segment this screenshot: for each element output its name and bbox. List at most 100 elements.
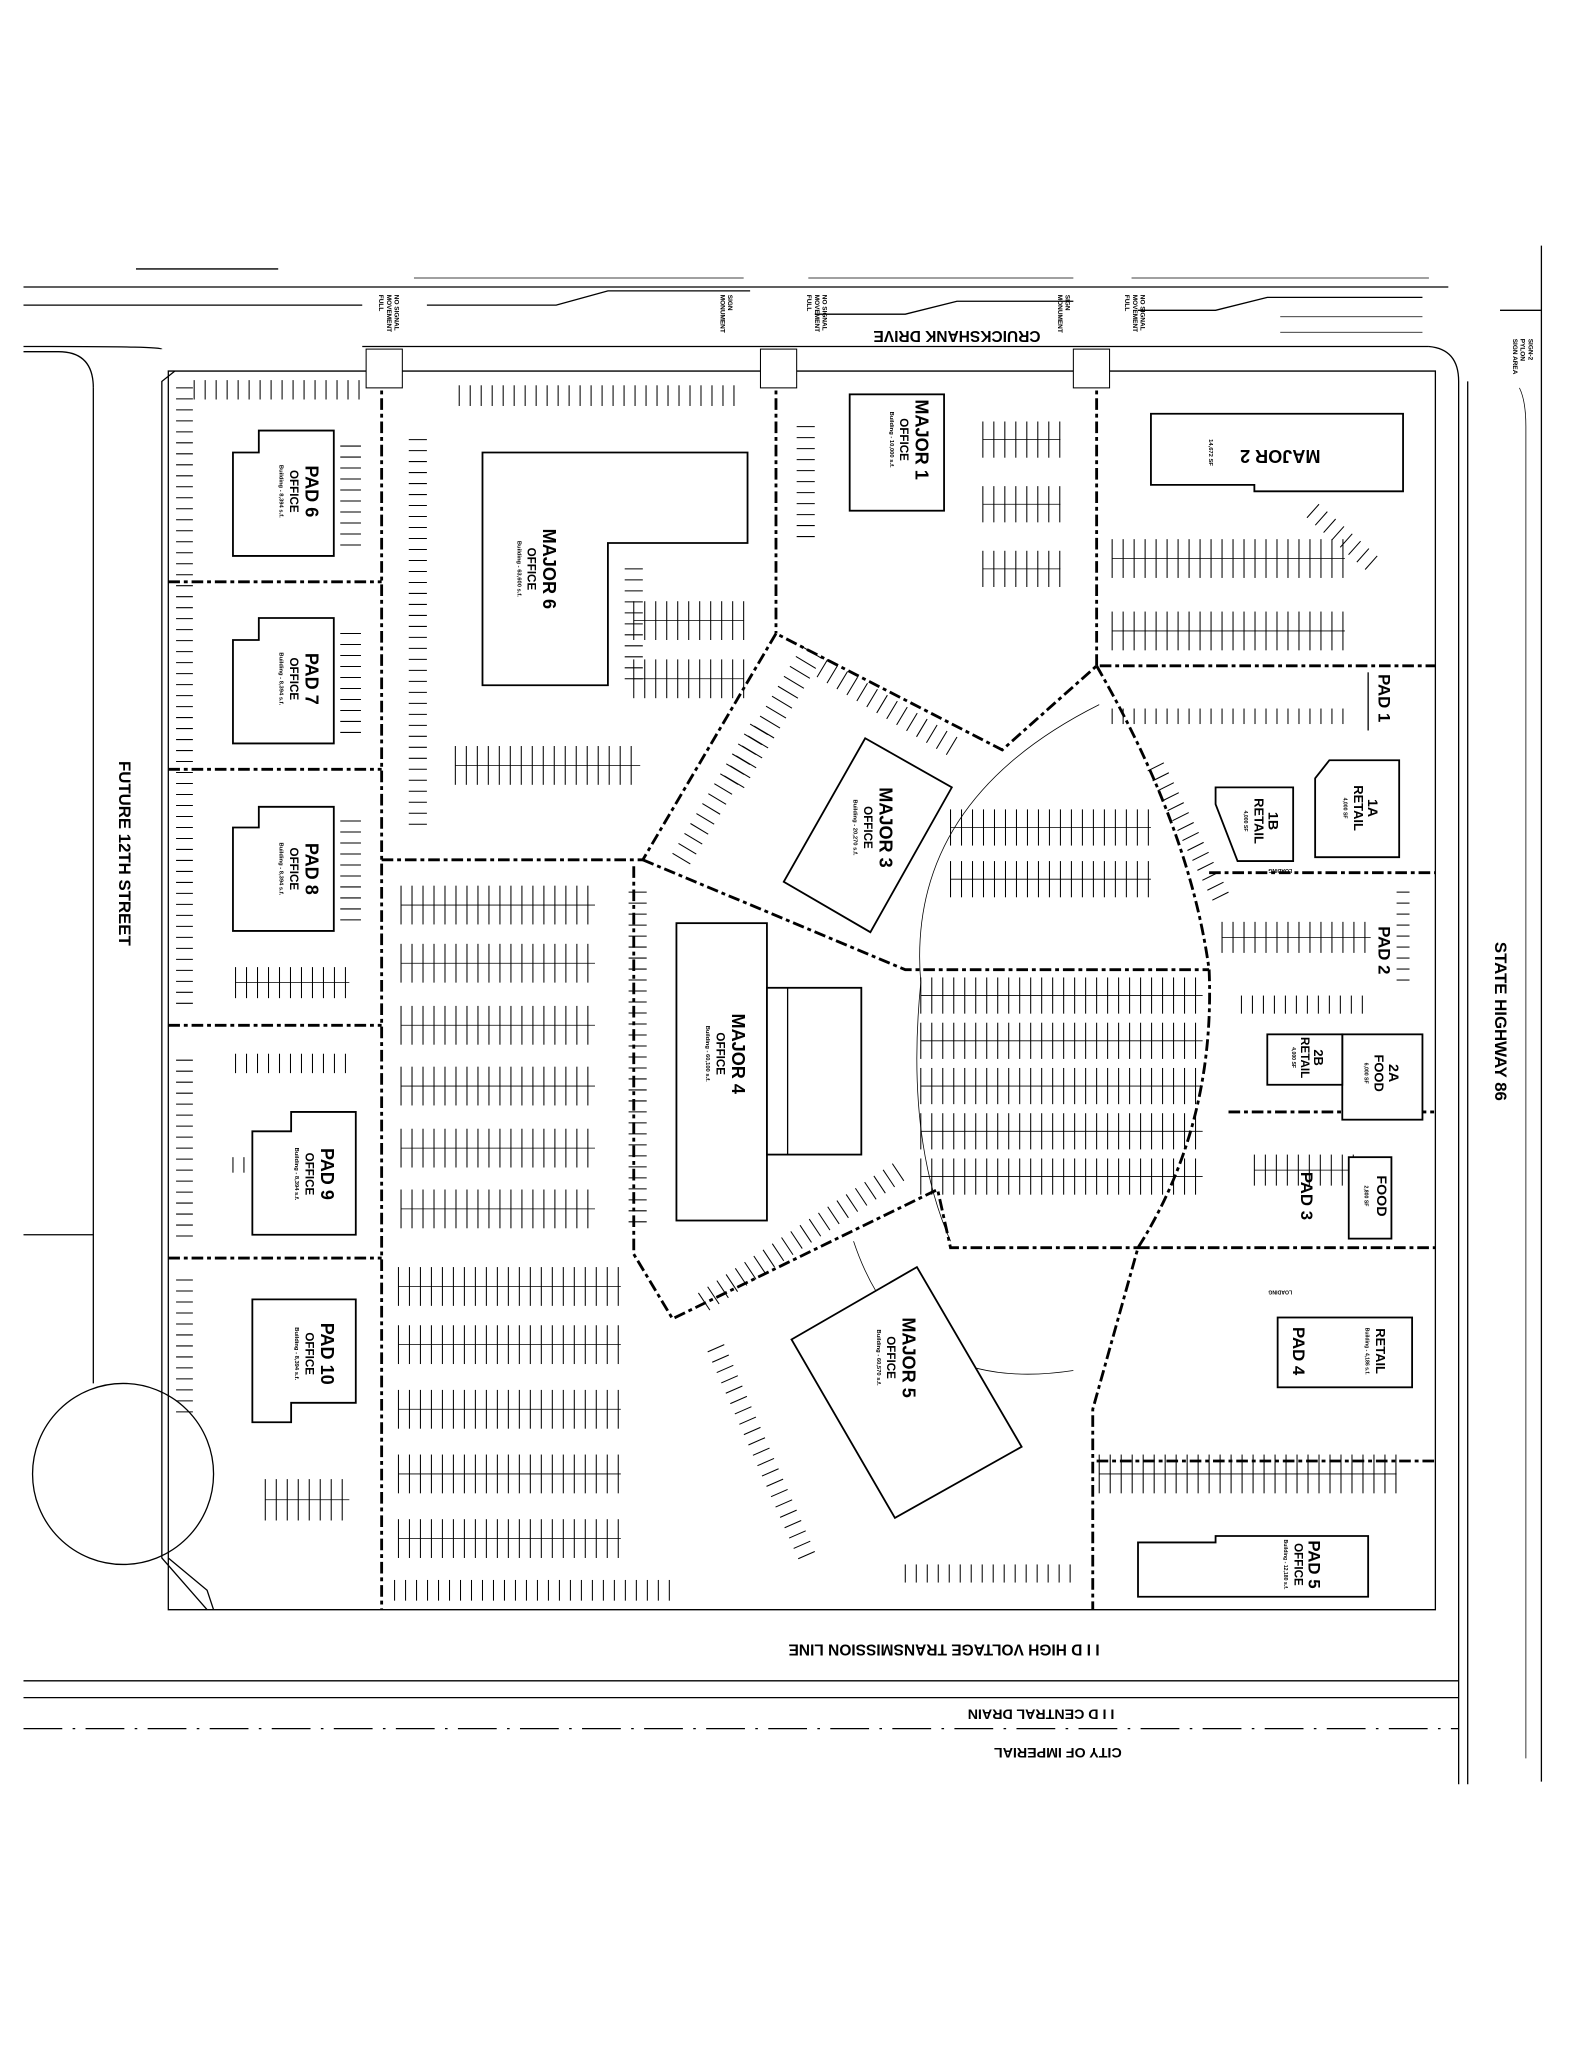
- building-pad6[interactable]: PAD 6 OFFICE Building - 8,394 s.f.: [232, 429, 335, 557]
- parking-stall-line: [886, 700, 898, 720]
- parking-stall-line: [816, 659, 829, 678]
- parking-stall-line: [779, 1509, 797, 1518]
- svg-text:SIGN: SIGN: [726, 295, 733, 311]
- pad8-use: OFFICE: [287, 848, 300, 891]
- b2a-name: 2A: [1385, 1064, 1401, 1082]
- parking-stall-line: [801, 646, 823, 659]
- building-2b[interactable]: [1266, 1033, 1344, 1086]
- parking-stall-line: [766, 1478, 784, 1487]
- building-pad9[interactable]: PAD 9 OFFICE Building - 8,394 s.f.: [251, 1111, 357, 1236]
- pad6-area: Building - 8,394 s.f.: [278, 465, 284, 518]
- b1b-name: 1B: [1265, 812, 1281, 830]
- parking-stall-line: [770, 1488, 788, 1498]
- parking-stall-line: [856, 682, 868, 702]
- parking-stall-line: [1314, 511, 1328, 526]
- building-major6[interactable]: MAJOR 6 OFFICE Building - 63,600 s.f.: [481, 451, 749, 687]
- parking-stall-line: [749, 723, 769, 736]
- parking-stall-line: [708, 793, 727, 805]
- building-pad8[interactable]: PAD 8 OFFICE Building - 8,394 s.f.: [232, 805, 335, 932]
- building-major4[interactable]: MAJOR 4 OFFICE Building - 60,100 s.f.: [675, 922, 863, 1222]
- parking-stall-line: [714, 783, 733, 795]
- b2b-area: 4,000 SF: [1290, 1047, 1296, 1068]
- major5-use: OFFICE: [884, 1336, 897, 1379]
- parking-stall-line: [1162, 792, 1180, 802]
- parking-stall-line: [720, 773, 739, 785]
- pad3-area: 2,800 SF: [1362, 1185, 1368, 1206]
- parking-stall-line: [781, 1237, 794, 1256]
- pad5-area: Building - 12,180 s.f.: [1282, 1540, 1288, 1590]
- parking-stall-line: [1323, 518, 1337, 533]
- parking-stall-line: [891, 1163, 905, 1182]
- major6-area: Building - 63,600 s.f.: [515, 541, 521, 597]
- building-major3[interactable]: MAJOR 3 OFFICE Building - 20,270 s.f.: [782, 737, 954, 934]
- parking-stall-line: [1348, 540, 1361, 556]
- major1-name: MAJOR 1: [912, 399, 932, 479]
- major3-area: Building - 20,270 s.f.: [852, 799, 858, 855]
- pad1-area[interactable]: PAD 1 1A RETAIL 4,000 SF 1B RETAIL 4,000…: [1214, 672, 1401, 873]
- transmission-line-label: I I D HIGH VOLTAGE TRANSMISSION LINE: [788, 1641, 1099, 1658]
- building-1b[interactable]: [1214, 786, 1295, 862]
- major1-use: OFFICE: [897, 418, 910, 461]
- pad5-name: PAD 5: [1305, 1540, 1324, 1588]
- parking-stall-line: [725, 763, 745, 775]
- major6-name: MAJOR 6: [539, 529, 559, 609]
- site-boundary-left-cut: [161, 370, 208, 1611]
- svg-text:FULL: FULL: [377, 295, 384, 312]
- parking-stall-line: [1212, 891, 1229, 901]
- parking-stall-line: [1152, 772, 1170, 782]
- building-major2[interactable]: MAJOR 2 14,672 SF: [1150, 412, 1404, 493]
- pad3-name: PAD 3: [1297, 1172, 1316, 1220]
- pad7-use: OFFICE: [287, 657, 300, 700]
- parking-stall-line: [771, 1243, 785, 1262]
- parking-stall-line: [797, 1551, 815, 1560]
- street-cruickshank-drive: CRUICKSHANK DRIVE: [873, 327, 1040, 344]
- parking-stall-line: [854, 1187, 868, 1206]
- parking-stall-line: [1207, 881, 1224, 891]
- parking-stall-line: [1182, 831, 1199, 842]
- svg-text:FULL: FULL: [805, 295, 812, 312]
- parking-stall-line: [696, 813, 715, 825]
- pad4-use: RETAIL: [1373, 1328, 1388, 1374]
- pad6-use: OFFICE: [287, 470, 300, 513]
- parking-stall-line: [1197, 861, 1214, 871]
- parking-stall-line: [795, 655, 817, 669]
- building-pad5[interactable]: PAD 5 OFFICE Building - 12,180 s.f.: [1137, 1535, 1370, 1598]
- monument-sign-east: MONUMENT SIGN: [1056, 295, 1071, 333]
- parking-stall-line: [712, 1354, 730, 1363]
- access-note-west: FULL MOVEMENT NO SIGNAL: [377, 295, 400, 332]
- parking-stall-line: [827, 1206, 840, 1225]
- svg-text:NO SIGNAL: NO SIGNAL: [393, 295, 400, 331]
- parking-stall-line: [744, 1261, 757, 1280]
- major4-use: OFFICE: [714, 1032, 727, 1075]
- parking-stall-line: [836, 1200, 849, 1219]
- parking-stall-line: [926, 724, 938, 744]
- parking-stall-line: [1177, 822, 1194, 832]
- building-pad4[interactable]: RETAIL Building - 4,186 s.f. PAD 4 LOADI…: [1268, 1288, 1414, 1389]
- building-1a[interactable]: [1314, 759, 1401, 859]
- svg-text:SIGN: SIGN: [1064, 295, 1071, 311]
- building-major5[interactable]: MAJOR 5 OFFICE Building - 60,570 s.f.: [790, 1265, 1023, 1520]
- parking-stall-line: [836, 671, 849, 690]
- parking-stall-line: [1172, 812, 1189, 822]
- b2b-name: 2B: [1311, 1049, 1326, 1066]
- pad9-use: OFFICE: [302, 1153, 315, 1196]
- parking-stall-line: [866, 688, 878, 708]
- building-major1[interactable]: MAJOR 1 OFFICE Building - 10,000 s.f.: [848, 393, 945, 512]
- pad3-area[interactable]: FOOD 2,800 SF PAD 3: [1297, 1156, 1393, 1240]
- parking-stall-line: [716, 1364, 734, 1374]
- building-pad7[interactable]: PAD 7 OFFICE Building - 8,394 s.f.: [232, 617, 335, 745]
- pad2-area[interactable]: PAD 2 2A FOOD 6,000 SF 2B RETAIL 4,000 S…: [1266, 926, 1424, 1121]
- parking-stall-line: [761, 1468, 779, 1477]
- major3-name: MAJOR 3: [875, 787, 895, 867]
- parking-stall-line: [788, 1530, 806, 1539]
- parcel-lines: [168, 374, 1436, 1610]
- building-pad10[interactable]: PAD 10 OFFICE Building - 8,394 s.f.: [251, 1298, 357, 1424]
- parking-stall-line: [846, 677, 858, 696]
- central-drain-label: I I D CENTRAL DRAIN: [968, 1705, 1115, 1721]
- parking-stall-line: [716, 1280, 729, 1299]
- pad1-name: PAD 1: [1374, 674, 1393, 722]
- parking-stall-line: [753, 1255, 766, 1274]
- b1b-area: 4,000 SF: [1242, 811, 1248, 832]
- b2b-use: RETAIL: [1298, 1037, 1311, 1078]
- building-pad3-food[interactable]: [1347, 1156, 1393, 1240]
